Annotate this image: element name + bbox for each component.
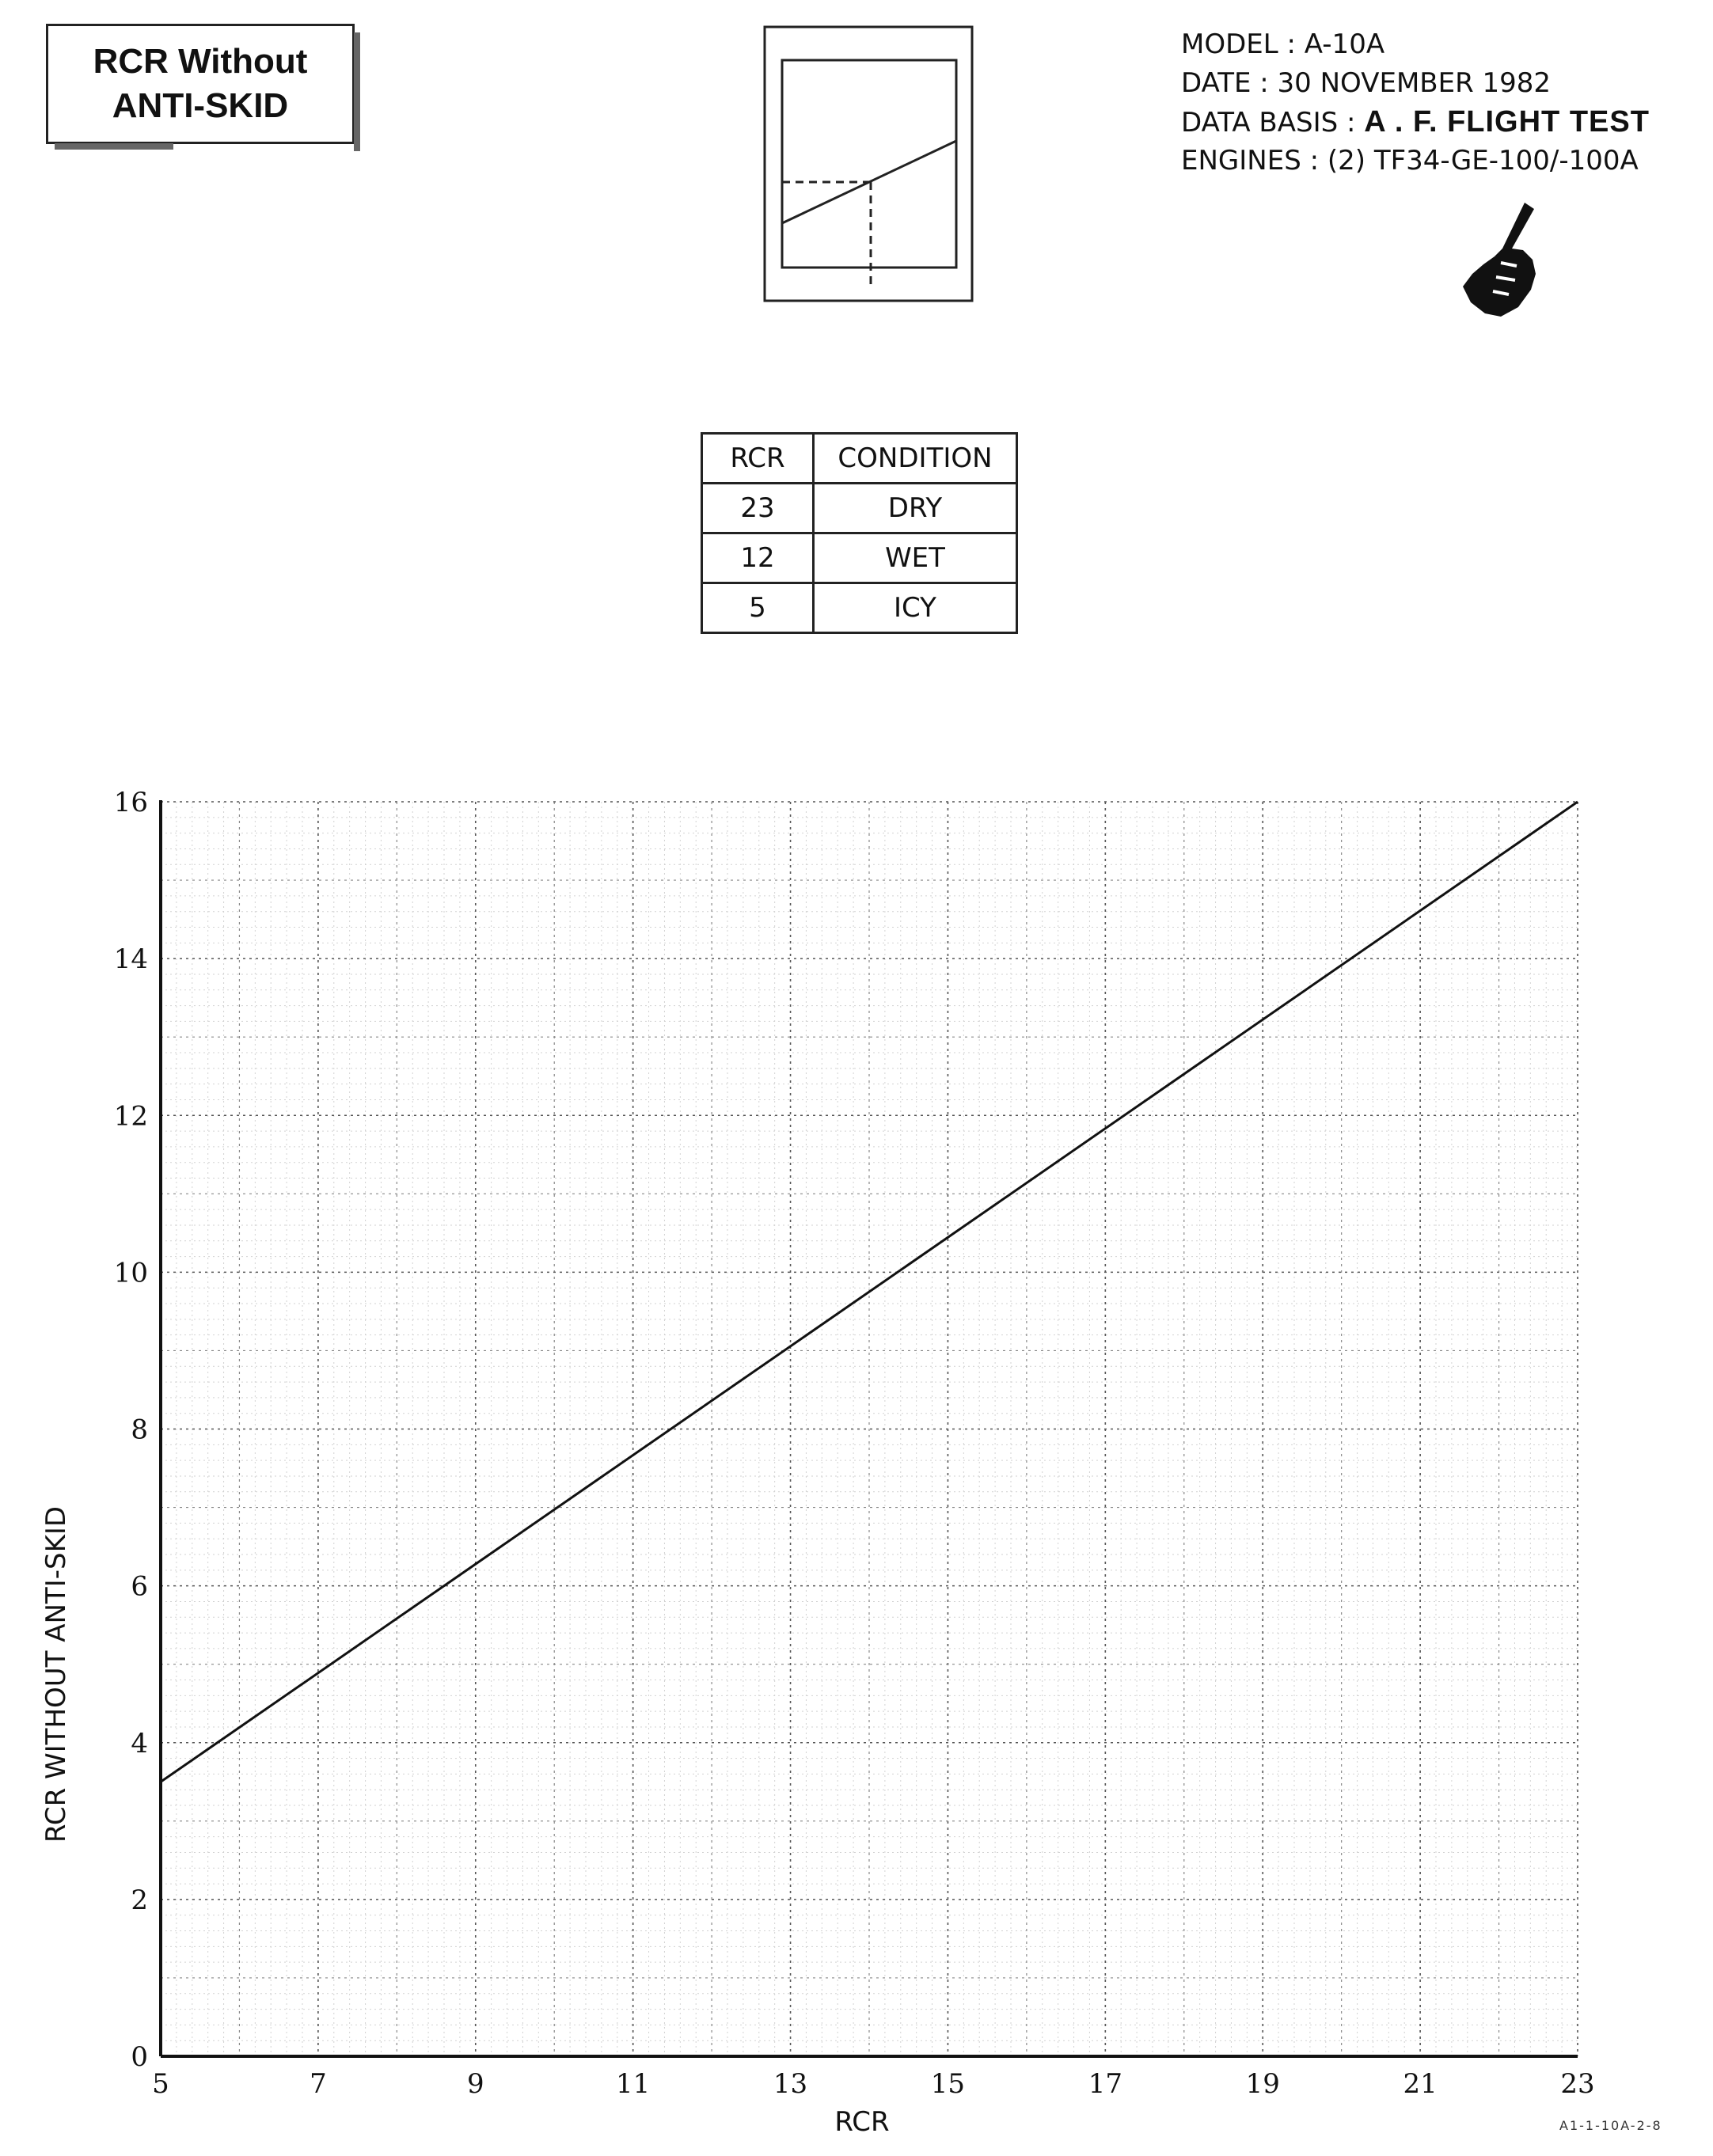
y-tick-label: 0: [131, 2041, 148, 2073]
y-tick-label: 10: [114, 1257, 148, 1289]
chart-title-box: RCR Without ANTI-SKID: [46, 24, 360, 151]
engines-row: ENGINES : (2) TF34-GE-100/-100A: [1181, 142, 1650, 180]
y-tick-label: 8: [131, 1414, 148, 1446]
table-cell-rcr: 23: [701, 482, 815, 534]
table-header-rcr: RCR: [701, 432, 815, 484]
y-tick-label: 6: [131, 1571, 148, 1603]
table-header-condition: CONDITION: [812, 432, 1018, 484]
model-value: A-10A: [1304, 28, 1385, 60]
x-tick-label: 5: [152, 2068, 169, 2100]
y-tick-label: 12: [114, 1100, 148, 1132]
chart-thumbnail-icon: [763, 25, 974, 302]
engines-value: (2) TF34-GE-100/-100A: [1327, 145, 1639, 177]
table-cell-rcr: 5: [701, 582, 815, 634]
data-basis-row: DATA BASIS : A . F. FLIGHT TEST: [1181, 103, 1650, 142]
y-tick-label: 16: [114, 787, 148, 818]
date-label: DATE :: [1181, 67, 1278, 99]
table-header-row: RCR CONDITION: [701, 432, 1018, 484]
chart-title-line1: RCR Without: [93, 42, 308, 81]
rcr-chart: 5 7 9 11 13 15 17 19 21 23 0 2 4 6 8 10 12 14 16 RCR RCR …: [40, 787, 1595, 2138]
data-basis-value: A . F. FLIGHT TEST: [1364, 105, 1650, 139]
chart-x-ticks: 5 7 9 11 13 15 17 19 21 23: [152, 2068, 1594, 2100]
chart-series: [160, 800, 1578, 1783]
date-value: 30 NOVEMBER 1982: [1277, 67, 1552, 99]
x-tick-label: 11: [616, 2068, 650, 2100]
chart-axes: [159, 800, 1578, 2058]
x-tick-label: 17: [1088, 2068, 1122, 2100]
y-tick-label: 14: [114, 943, 148, 975]
series-line: [160, 800, 1578, 1783]
model-label: MODEL :: [1181, 28, 1305, 60]
table-cell-condition: WET: [812, 532, 1018, 584]
x-tick-label: 7: [310, 2068, 327, 2100]
y-axis-label: RCR WITHOUT ANTI-SKID: [40, 1506, 72, 1843]
x-axis-label: RCR: [834, 2106, 889, 2138]
data-basis-label: DATA BASIS :: [1181, 107, 1365, 139]
model-row: MODEL : A-10A: [1181, 25, 1650, 64]
table-row: 5 ICY: [701, 582, 1018, 634]
x-tick-label: 23: [1560, 2068, 1594, 2100]
x-tick-label: 19: [1246, 2068, 1280, 2100]
pointing-hand-icon: [1463, 203, 1536, 317]
chart-y-ticks: 0 2 4 6 8 10 12 14 16: [114, 787, 148, 2073]
chart-grid-major: [160, 801, 1578, 2057]
figure-reference: A1-1-10A-2-8: [1559, 2118, 1662, 2133]
table-cell-rcr: 12: [701, 532, 815, 584]
table-cell-condition: ICY: [812, 582, 1018, 634]
chart-info-block: MODEL : A-10A DATE : 30 NOVEMBER 1982 DA…: [1181, 25, 1650, 180]
table-cell-condition: DRY: [812, 482, 1018, 534]
table-row: 23 DRY: [701, 482, 1018, 534]
x-tick-label: 13: [773, 2068, 807, 2100]
chart-title-line2: ANTI-SKID: [112, 86, 289, 125]
x-tick-label: 15: [931, 2068, 965, 2100]
engines-label: ENGINES :: [1181, 145, 1327, 177]
x-tick-label: 21: [1403, 2068, 1437, 2100]
table-row: 12 WET: [701, 532, 1018, 584]
y-tick-label: 2: [131, 1885, 148, 1916]
date-row: DATE : 30 NOVEMBER 1982: [1181, 64, 1650, 103]
y-tick-label: 4: [131, 1728, 148, 1759]
x-tick-label: 9: [467, 2068, 484, 2100]
rcr-condition-table: RCR CONDITION 23 DRY 12 WET 5 ICY: [701, 432, 1018, 634]
